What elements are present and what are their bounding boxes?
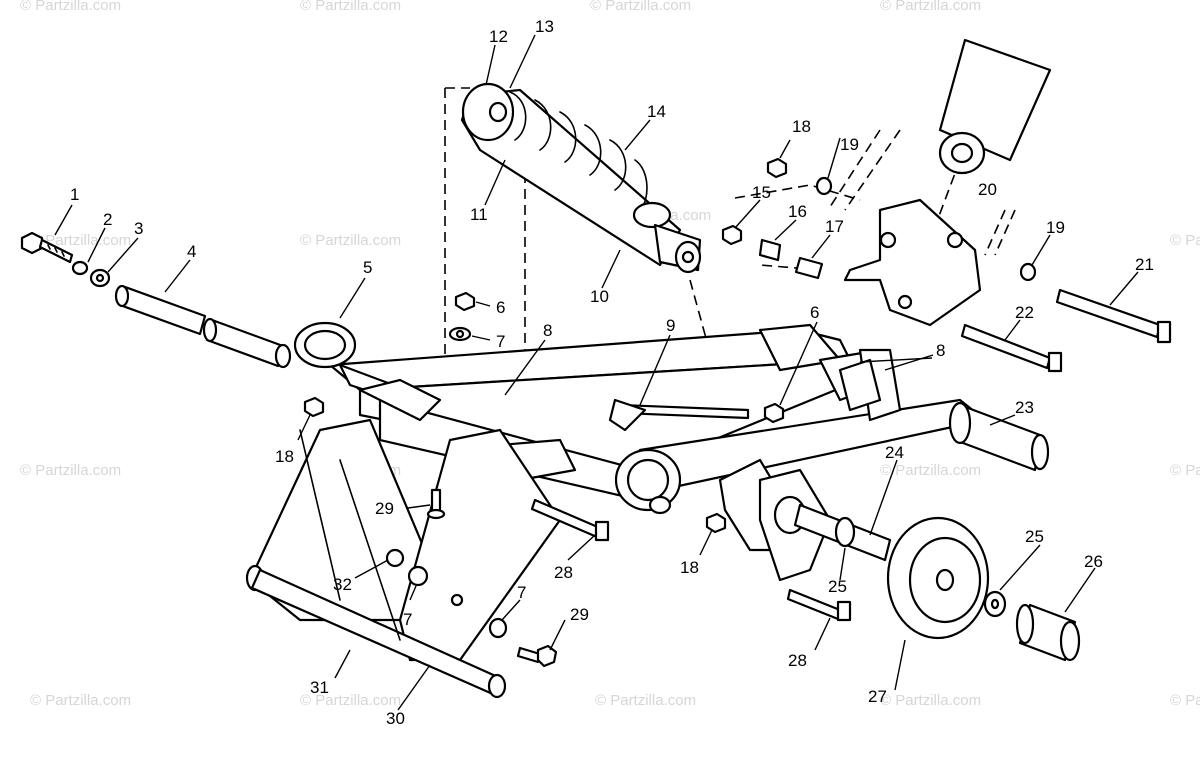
watermark: © Partzilla.com (20, 462, 121, 479)
callout-22: 22 (1015, 303, 1034, 322)
part-15-nut (721, 224, 743, 246)
callout-8: 8 (936, 341, 945, 360)
watermark: © Partzilla.com (300, 232, 401, 249)
part-9-loop (608, 398, 647, 432)
callout-29: 29 (570, 605, 589, 624)
watermark: © Partzilla.com (1170, 232, 1200, 249)
watermark: © Partzilla.com (590, 0, 691, 14)
part-28-bolt-head (836, 600, 852, 622)
part-19-washer (815, 176, 833, 196)
callout-8: 8 (543, 321, 552, 340)
callout-9: 9 (666, 316, 675, 335)
callout-5: 5 (363, 258, 372, 277)
callout-25: 25 (1025, 527, 1044, 546)
part-18-nut (766, 157, 788, 179)
part-20-bracket (843, 198, 982, 327)
bolts (426, 288, 1172, 668)
part-18-nut (303, 396, 325, 418)
part-28-bolt-head (594, 520, 610, 542)
part-7-washer (407, 565, 429, 587)
rocker-arms (245, 418, 562, 699)
callout-7: 7 (517, 583, 526, 602)
part-6-nut (763, 402, 785, 424)
callout-1: 1 (70, 185, 79, 204)
callout-29: 29 (375, 499, 394, 518)
callout-16: 16 (788, 202, 807, 221)
part-25-washer (834, 516, 856, 548)
part-17-spacer (794, 256, 824, 280)
part-6-nut (454, 291, 476, 312)
leader-lines (54, 34, 1139, 711)
callout-21: 21 (1135, 255, 1154, 274)
callout-30: 30 (386, 709, 405, 728)
callout-19: 19 (1046, 218, 1065, 237)
callout-31: 31 (310, 678, 329, 697)
callout-3: 3 (134, 219, 143, 238)
callout-24: 24 (885, 443, 904, 462)
callout-11: 11 (470, 205, 488, 224)
callout-20: 20 (978, 180, 997, 199)
callout-4: 4 (187, 242, 196, 261)
callout-10: 10 (590, 287, 609, 306)
part-1-bolt (20, 231, 74, 264)
callout-18: 18 (792, 117, 811, 136)
watermark: © Partzilla.com (30, 232, 131, 249)
callout-labels: 1 2 3 4 5 6 6 7 7 7 8 8 9 10 11 12 13 14… (70, 17, 1154, 728)
watermark: © Partzilla.com (20, 0, 121, 14)
callout-17: 17 (825, 217, 844, 236)
callout-28: 28 (554, 563, 573, 582)
callout-7: 7 (496, 332, 505, 351)
part-16-spacer (758, 238, 782, 262)
callout-19: 19 (840, 135, 859, 154)
callout-18: 18 (680, 558, 699, 577)
callout-6: 6 (810, 303, 819, 322)
part-12-eye (461, 82, 515, 142)
callout-32: 32 (333, 575, 352, 594)
hardware (303, 157, 1037, 639)
part-22-bolt (960, 323, 1052, 370)
callout-23: 23 (1015, 398, 1034, 417)
callout-26: 26 (1084, 552, 1103, 571)
callout-7: 7 (403, 610, 412, 629)
part-7-washer (488, 617, 508, 639)
callout-2: 2 (103, 210, 112, 229)
callout-27: 27 (868, 687, 887, 706)
callout-28: 28 (788, 651, 807, 670)
callout-14: 14 (647, 102, 666, 121)
upper-shock (938, 38, 1052, 175)
part-29-bolt (516, 646, 542, 664)
part-21-bolt-head (1156, 320, 1172, 344)
suspension-frame (293, 321, 987, 515)
part-22-bolt-head (1047, 351, 1063, 373)
shock-absorber (460, 82, 702, 274)
wheel-assembly (718, 458, 1081, 662)
callout-13: 13 (535, 17, 554, 36)
part-10-collar (632, 201, 672, 229)
callout-12: 12 (489, 27, 508, 46)
part-18-nut (705, 512, 727, 534)
part-21-bolt (1055, 288, 1162, 339)
part-32-nut (385, 548, 405, 568)
part-29-bolt (430, 488, 442, 514)
watermark: © Partzilla.com (30, 692, 131, 709)
callout-15: 15 (752, 183, 771, 202)
watermark: © Partzilla.com (880, 462, 981, 479)
watermark: © Partzilla.com (595, 692, 696, 709)
part-4-tube (114, 284, 292, 369)
watermark: © Partzilla.com (300, 692, 401, 709)
washer-hole (95, 273, 105, 283)
part-19-washer (1019, 262, 1037, 282)
watermark: © Partzilla.com (300, 0, 401, 14)
callout-18: 18 (275, 447, 294, 466)
callout-6: 6 (496, 298, 505, 317)
watermark: © Partzilla.com (880, 0, 981, 14)
watermark: © Partzilla.com (1170, 692, 1200, 709)
watermark: © Partzilla.com (1170, 462, 1200, 479)
part-2-washer (71, 260, 89, 276)
callout-25: 25 (828, 577, 847, 596)
part-23-axle (948, 401, 1050, 472)
watermark: © Partzilla.com (880, 692, 981, 709)
